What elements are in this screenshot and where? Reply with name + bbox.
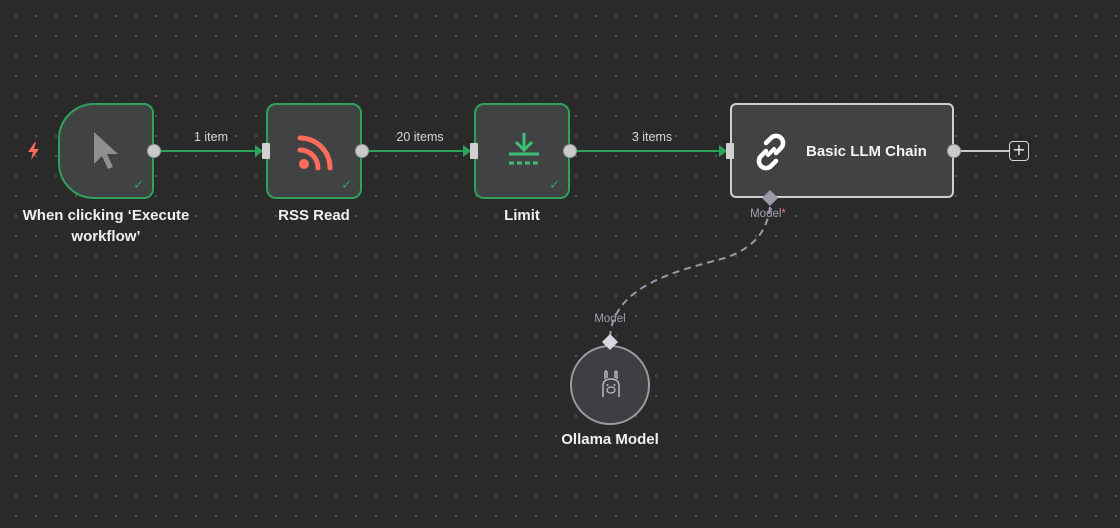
node-limit[interactable]: ✓ — [474, 103, 570, 199]
connection-arrow-icon — [255, 145, 263, 157]
connection-arrow-icon — [463, 145, 471, 157]
model-port-label: Model* — [750, 208, 786, 220]
llm-input-port[interactable] — [726, 143, 734, 159]
node-label: RSS Read — [278, 207, 350, 224]
success-check-icon: ✓ — [341, 177, 352, 192]
node-manual-trigger[interactable]: ✓ — [58, 103, 154, 199]
node-label: When clicking ‘Execute workflow’ — [22, 207, 190, 245]
node-basic-llm-chain[interactable]: Basic LLM Chain — [730, 103, 954, 198]
node-title: Basic LLM Chain — [806, 143, 927, 160]
trigger-bolt-icon — [28, 142, 39, 160]
model-port-diamond-icon[interactable] — [762, 190, 778, 206]
cursor-arrow-icon — [94, 132, 118, 169]
node-rss-read[interactable]: ✓ — [266, 103, 362, 199]
node-label: Ollama Model — [561, 431, 659, 448]
ollama-output-diamond-icon[interactable] — [602, 334, 618, 350]
success-check-icon: ✓ — [133, 177, 144, 192]
connection-label: 1 item — [193, 130, 229, 144]
rss-output-port[interactable] — [355, 144, 369, 158]
add-node-button[interactable]: + — [1009, 141, 1029, 161]
connection-label: 3 items — [631, 130, 673, 144]
chain-link-icon — [756, 133, 786, 171]
rss-icon — [297, 135, 333, 171]
limit-download-icon — [509, 133, 539, 165]
llama-icon — [602, 370, 620, 397]
node-ollama-model[interactable] — [570, 345, 650, 425]
limit-input-port[interactable] — [470, 143, 478, 159]
connection-arrow-icon — [719, 145, 727, 157]
ollama-port-label: Model — [594, 313, 626, 325]
success-check-icon: ✓ — [549, 177, 560, 192]
limit-output-port[interactable] — [563, 144, 577, 158]
trigger-output-port[interactable] — [147, 144, 161, 158]
rss-input-port[interactable] — [262, 143, 270, 159]
connection-label: 20 items — [396, 130, 444, 144]
node-label: Limit — [504, 207, 540, 224]
llm-output-port[interactable] — [947, 144, 961, 158]
connection-ollama-llm[interactable] — [609, 205, 771, 339]
